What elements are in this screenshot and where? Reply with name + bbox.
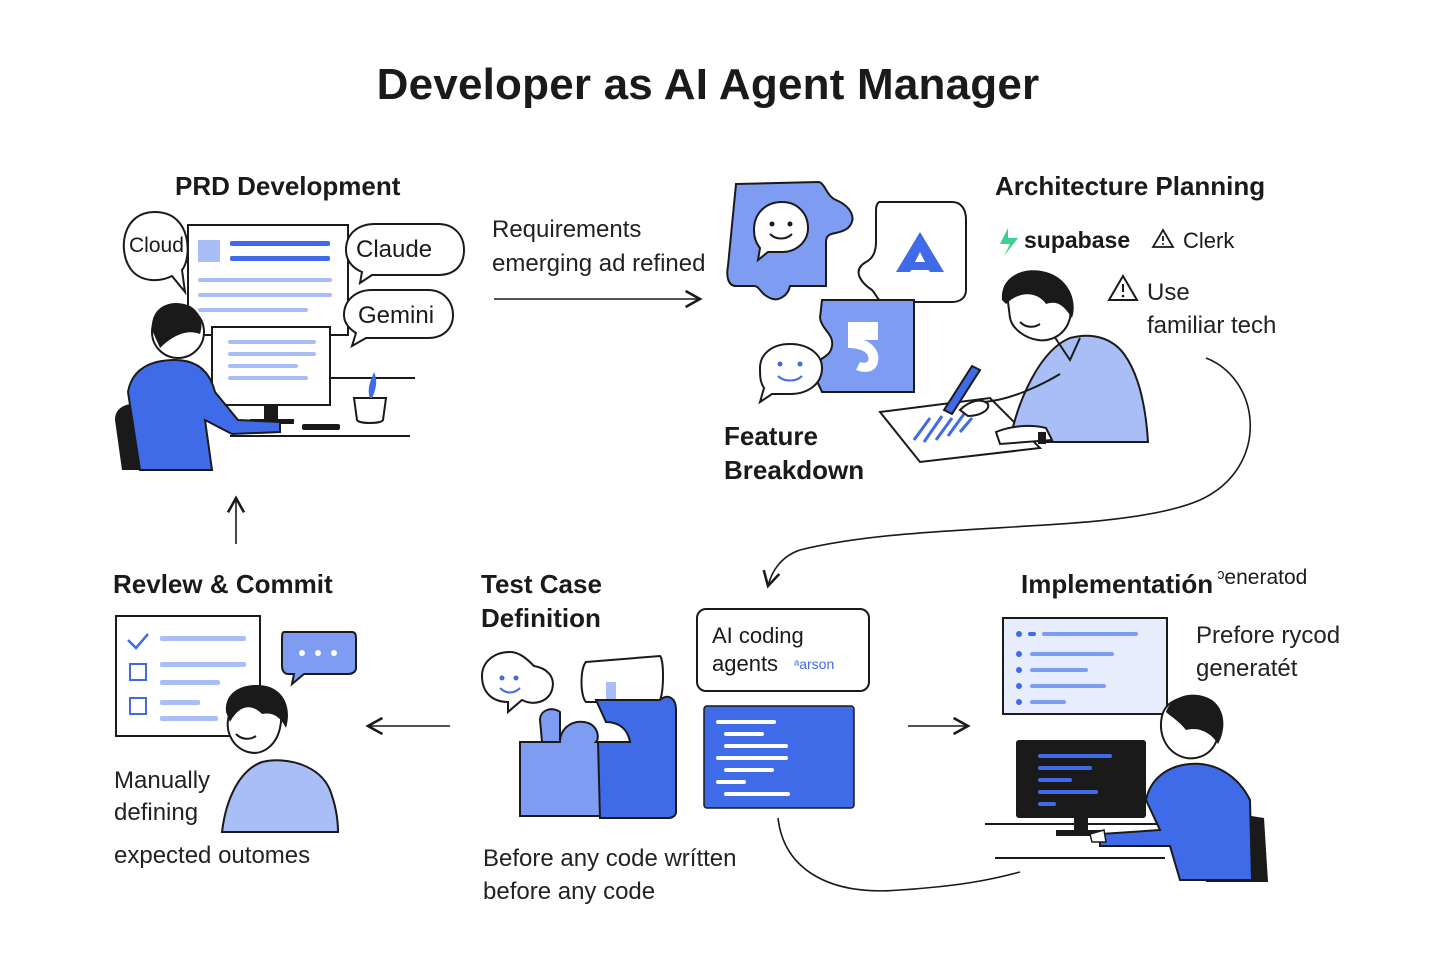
arrow-architecture-to-testcase [762,357,1252,589]
architecture-heading: Architecture Planning [995,171,1266,201]
testcase-heading-line2: Definition [481,603,601,633]
review-person [220,759,340,833]
bottom-curve [777,817,1021,892]
ellipsis-bubble-icon [281,631,357,687]
chat-face-small-icon [758,342,824,405]
claude-bubble-label: Claude [356,236,433,263]
testcase-caption-line2: before any code [483,878,656,905]
feature-heading-line2: Breakdown [724,455,865,485]
supabase-logo-icon [1000,228,1018,256]
code-panel [703,705,855,809]
prd-person [126,358,281,471]
review-text-line1: Manually [114,767,211,794]
cloud-bubble [122,210,189,296]
cloud-bubble-label: Cloud [129,234,184,257]
prd-illustration [115,210,466,471]
testcase-illustration [480,650,677,819]
clerk-label: Clerk [1183,228,1235,253]
ai-agents-tag: ᵃarson [794,656,835,672]
testcase-heading-line1: Test Case [481,569,602,599]
chat-face-icon [752,200,810,263]
claude-bubble [344,223,466,286]
architecture-illustration [878,228,1175,464]
implementation-heading: Implementatión [1021,569,1214,599]
architecture-person [1008,334,1150,443]
warning-icon [1151,228,1175,248]
requirements-label-line1: Requirements [492,216,642,243]
ai-agents-line1: AI coding [712,623,804,648]
prd-heading: PRD Development [175,171,401,201]
checkmark-icon [127,633,149,650]
requirements-label-line2: emerging ad refined [492,250,706,277]
implementation-tag: ᵓeneratod [1217,566,1308,589]
gemini-bubble [342,289,455,349]
implementation-text-line2: generatét [1196,655,1298,682]
gemini-bubble-label: Gemini [358,302,435,329]
s-logo-icon [848,322,879,372]
ai-agents-line2: agents [712,651,779,676]
review-illustration [115,615,357,833]
implementation-person [1099,762,1254,881]
testcase-caption-line1: Before any code wrítten [483,845,737,872]
feature-heading-line1: Feature [724,421,818,451]
review-text-line2: defining [114,799,199,826]
implementation-text-line1: Prefore rycod [1196,622,1341,649]
warning-icon [1107,274,1139,301]
feature-puzzle-illustration [726,180,967,405]
chat-face-icon [480,650,554,715]
review-heading: Revlew & Commit [113,569,333,599]
review-text-line3: expected outomes [114,842,311,869]
warning-label-line1: Use [1147,279,1190,306]
implementation-illustration [985,617,1268,882]
diagram-title: Developer as AI Agent Manager [376,60,1040,109]
supabase-label: supabase [1024,227,1131,253]
implementation-monitor [1016,740,1146,818]
ai-agents-box: AI coding agents ᵃarson [696,608,870,692]
warning-label-line2: familiar tech [1147,312,1277,339]
